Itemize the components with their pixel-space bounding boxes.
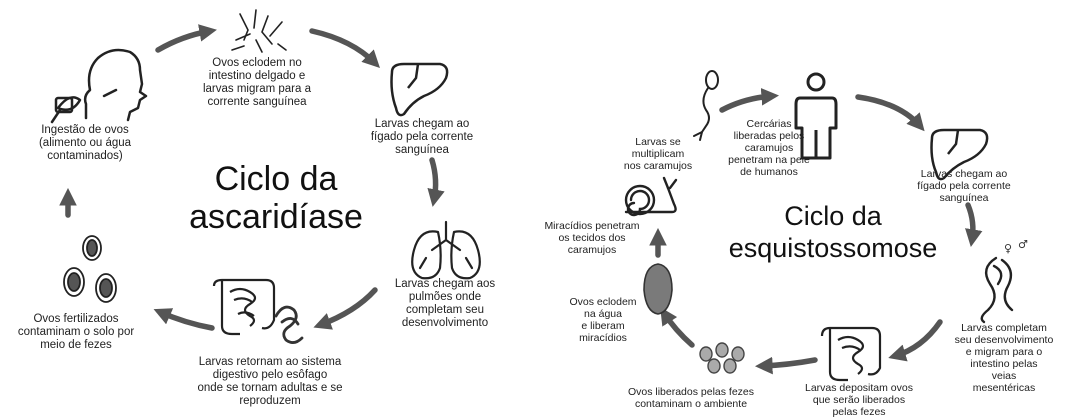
esq-step-deposit-eggs: Larvas depositam ovos que serão liberado… — [805, 382, 913, 418]
fertilized-eggs-icon — [63, 235, 117, 303]
asc-step-fertilized-eggs: Ovos fertilizados contaminam o solo por … — [17, 313, 135, 351]
arrow-asc-2 — [309, 28, 380, 68]
esq-step-miracidia: Miracídios penetram os tecidos dos caram… — [544, 220, 640, 256]
eggs-hatching-icon — [231, 9, 287, 53]
esq-step-multiply-snails: Larvas se multiplicam nos caramujos — [623, 136, 693, 172]
asc-step-liver: Larvas chegam ao fígado pela corrente sa… — [370, 118, 474, 156]
cercaria-icon — [693, 70, 719, 141]
esquistossomose-arrows — [649, 88, 983, 375]
head-ingestion-icon — [50, 48, 148, 124]
arrow-esq-6 — [660, 307, 695, 348]
arrow-asc-5 — [153, 308, 215, 331]
intestine-icon-1 — [212, 278, 276, 336]
arrow-esq-1 — [719, 88, 780, 113]
intestine-icon-2 — [820, 326, 882, 382]
arrow-esq-3 — [965, 202, 983, 247]
adult-worms-icon — [274, 305, 304, 344]
asc-step-lungs: Larvas chegam aos pulmões onde completam… — [394, 278, 496, 329]
esquistossomose-title: Ciclo da esquistossomose — [728, 201, 938, 263]
hatching-egg-icon — [643, 263, 673, 315]
human-icon — [794, 72, 838, 160]
adult-schistosomes-icon — [980, 256, 1014, 324]
asc-step-eggs-hatch: Ovos eclodem no intestino delgado e larv… — [202, 57, 311, 108]
released-eggs-icon — [699, 342, 745, 374]
esq-step-cercariae: Cercárias liberadas pelos caramujos pene… — [728, 118, 810, 178]
arrow-esq-5 — [754, 356, 818, 375]
esq-step-eggs-released: Ovos liberados pelas fezes contaminam o … — [627, 386, 755, 410]
esq-step-liver: Larvas chegam ao fígado pela corrente sa… — [917, 168, 1011, 204]
ascaridiase-arrows — [59, 24, 445, 331]
arrow-esq-2 — [855, 94, 925, 132]
female-symbol: ♀ — [1004, 242, 1012, 255]
male-symbol: ♂ — [1018, 238, 1028, 251]
asc-step-ingestion: Ingestão de ovos (alimento ou água conta… — [38, 124, 132, 162]
snail-icon — [624, 176, 678, 217]
ascaridiase-title: Ciclo da ascaridíase — [189, 160, 363, 236]
liver-icon-2 — [930, 128, 989, 181]
arrow-asc-1 — [155, 24, 217, 53]
arrow-asc-3 — [427, 157, 445, 207]
arrow-esq-4 — [888, 319, 943, 362]
liver-icon-1 — [390, 62, 449, 117]
esq-step-eggs-hatch-water: Ovos eclodem na água e liberam miracídio… — [569, 296, 637, 344]
asc-step-return-digestive: Larvas retornam ao sistema digestivo pel… — [197, 356, 343, 407]
arrow-asc-4 — [313, 287, 378, 330]
esq-step-complete-development: Larvas completam seu desenvolvimento e m… — [954, 322, 1054, 394]
lungs-icon — [411, 220, 481, 280]
